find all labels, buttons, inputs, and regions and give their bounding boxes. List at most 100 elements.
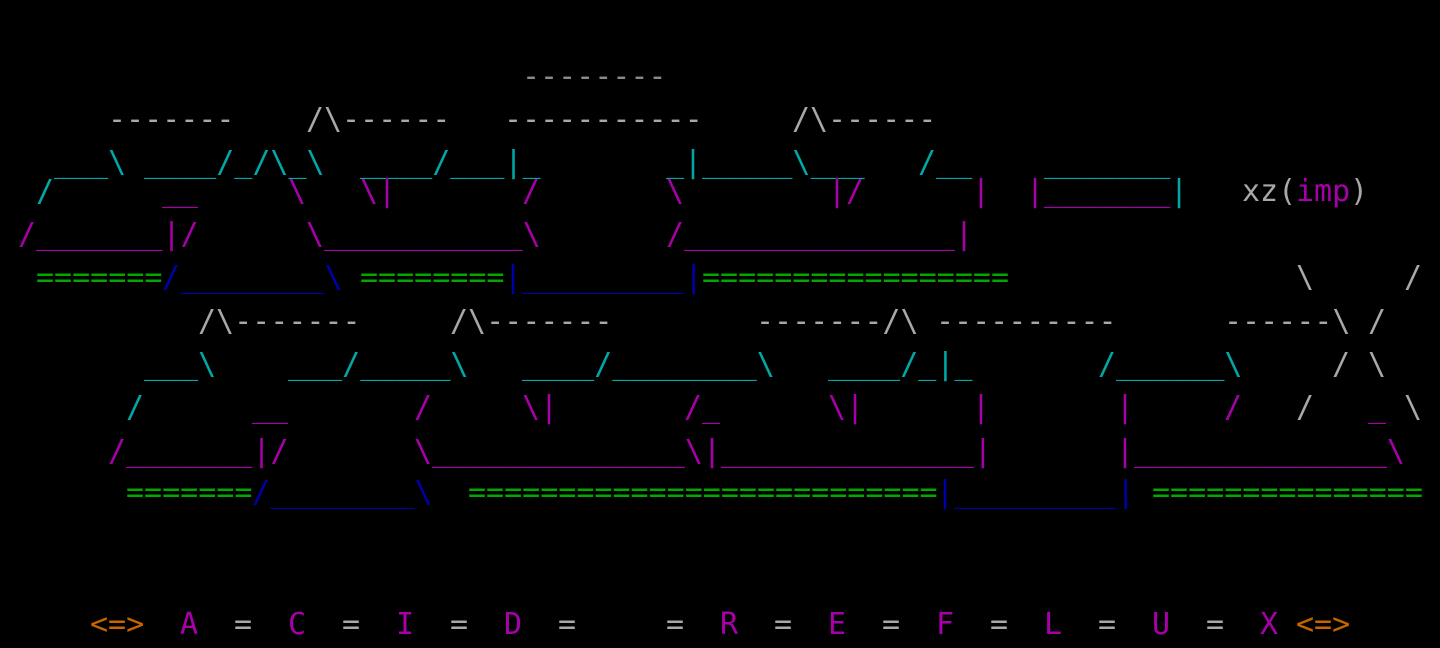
nav-letter-e[interactable]: E [828, 607, 847, 642]
nav-separator: = [234, 607, 253, 642]
art-segment: __ [162, 174, 199, 209]
art-segment: ================= [702, 260, 1010, 295]
art-segment: ======== [360, 260, 505, 295]
art-segment: ___\ [54, 145, 127, 180]
art-segment: /\ [306, 102, 343, 137]
art-segment: | [972, 390, 991, 425]
nav-letter-x[interactable]: X [1260, 607, 1279, 642]
art-segment: ------ [828, 102, 937, 137]
nav-separator: = [342, 607, 361, 642]
title-label-line: xz( imp ) [0, 170, 1440, 213]
title-label-prefix: xz( [1242, 174, 1297, 209]
art-segment: /________\ [162, 260, 343, 295]
art-segment: \ [288, 174, 307, 209]
art-segment: / [522, 174, 541, 209]
nav-letter-f[interactable]: F [936, 607, 955, 642]
art-segment: / [1296, 390, 1315, 425]
art-segment: / [1224, 390, 1243, 425]
art-segment: \ [1404, 390, 1423, 425]
art-segment: \| [522, 390, 559, 425]
art-segment: | [1170, 174, 1189, 209]
nav-letter-l[interactable]: L [1044, 607, 1063, 642]
art-segment: /_______________| [666, 217, 974, 252]
art-segment: \______________\|______________| [414, 434, 992, 469]
art-segment: /\------- [450, 304, 613, 339]
art-segment: __ [252, 390, 289, 425]
art-segment: ======= [36, 260, 163, 295]
art-row: /\-------/\--------------/\-------------… [0, 300, 1440, 343]
art-segment: ======= [126, 475, 253, 510]
nav-letter-i[interactable]: I [396, 607, 415, 642]
art-row: /__\\|/\|/||_______| [0, 170, 1440, 213]
art-segment: ____/_|_ [828, 347, 973, 382]
art-segment: |_________| [936, 475, 1135, 510]
art-segment: ------\ [1224, 304, 1351, 339]
art-row: -------/\-----------------/\------ [0, 98, 1440, 141]
nav-separator: = [882, 607, 901, 642]
art-segment: =============== [1152, 475, 1423, 510]
art-segment: ----------- [504, 102, 703, 137]
nav-separator: = [774, 607, 793, 642]
nav-letter-a[interactable]: A [180, 607, 199, 642]
art-segment: /______\ [1098, 347, 1243, 382]
art-segment: \ [1296, 260, 1315, 295]
art-segment: /\ [792, 102, 829, 137]
nav-letter-r[interactable]: R [720, 607, 739, 642]
art-segment: \ [1368, 347, 1387, 382]
nav-letter-u[interactable]: U [1152, 607, 1171, 642]
art-segment: _______ [1044, 145, 1171, 180]
art-segment: / [414, 390, 433, 425]
title-label-suffix: ) [1350, 174, 1369, 209]
nav-separator: = [558, 607, 577, 642]
nav-arrow-left-icon[interactable]: <=> [90, 607, 145, 642]
art-segment: /_ [684, 390, 721, 425]
art-segment: | [1116, 390, 1135, 425]
art-row: /_______|/ \___________\ /_______________| [0, 213, 1440, 256]
nav-separator: = [990, 607, 1009, 642]
nav-letter-d[interactable]: D [504, 607, 523, 642]
art-segment: |_______ [1026, 174, 1171, 209]
art-segment: /_______|/ [18, 217, 199, 252]
art-segment: / [126, 390, 145, 425]
art-segment: |/ [828, 174, 865, 209]
nav-separator: = [450, 607, 469, 642]
art-row: ___\ ____/_/\_\ ____/___|_ _|_____\___ /__ __… [0, 141, 1440, 184]
art-segment: |_________| [504, 260, 703, 295]
nav-arrow-right-icon[interactable]: <=> [1296, 607, 1351, 642]
art-row: /__/\|/_\|||//_\ [0, 386, 1440, 429]
art-segment: /__ [918, 145, 973, 180]
art-row: /_______|/ \______________\|_____________… [0, 430, 1440, 473]
art-segment: ____/________\ [522, 347, 775, 382]
art-segment: -------/\ [756, 304, 919, 339]
art-segment: -------- [522, 59, 667, 94]
art-segment: \| [360, 174, 397, 209]
nav-letter-c[interactable]: C [288, 607, 307, 642]
art-segment: / [1404, 260, 1423, 295]
art-segment: ------ [342, 102, 451, 137]
art-row: =======/________\=======================… [0, 471, 1440, 514]
art-row: =======/________\ ========|_________|====… [0, 256, 1440, 299]
art-segment: _|_____\___ [666, 145, 865, 180]
nav-separator: = [666, 607, 685, 642]
art-segment: \___________\ [306, 217, 541, 252]
footer-nav-bar: <=> <=> A = C = I = D = = R = E = F = L = U = X [0, 603, 1440, 646]
title-label-emphasis: imp [1296, 174, 1351, 209]
art-segment: /________\ [252, 475, 433, 510]
art-segment: ---------- [936, 304, 1117, 339]
art-segment: ____/_/\_\ [144, 145, 325, 180]
art-segment: ____/___|_ [360, 145, 541, 180]
art-segment: / [1332, 347, 1351, 382]
art-segment: ___/_____\ [288, 347, 469, 382]
nav-separator: = [1206, 607, 1225, 642]
art-segment: | [972, 174, 991, 209]
art-segment: / [1368, 304, 1387, 339]
art-row: -------- [0, 55, 1440, 98]
art-segment: \| [828, 390, 865, 425]
art-segment: / [36, 174, 55, 209]
nav-separator: = [1098, 607, 1117, 642]
art-segment: |______________\ [1116, 434, 1405, 469]
art-segment: /_______|/ [108, 434, 289, 469]
art-segment: ___\ [144, 347, 217, 382]
art-row: ___\ ___/_____\ ____/________\ ____/_|_ /___… [0, 343, 1440, 386]
